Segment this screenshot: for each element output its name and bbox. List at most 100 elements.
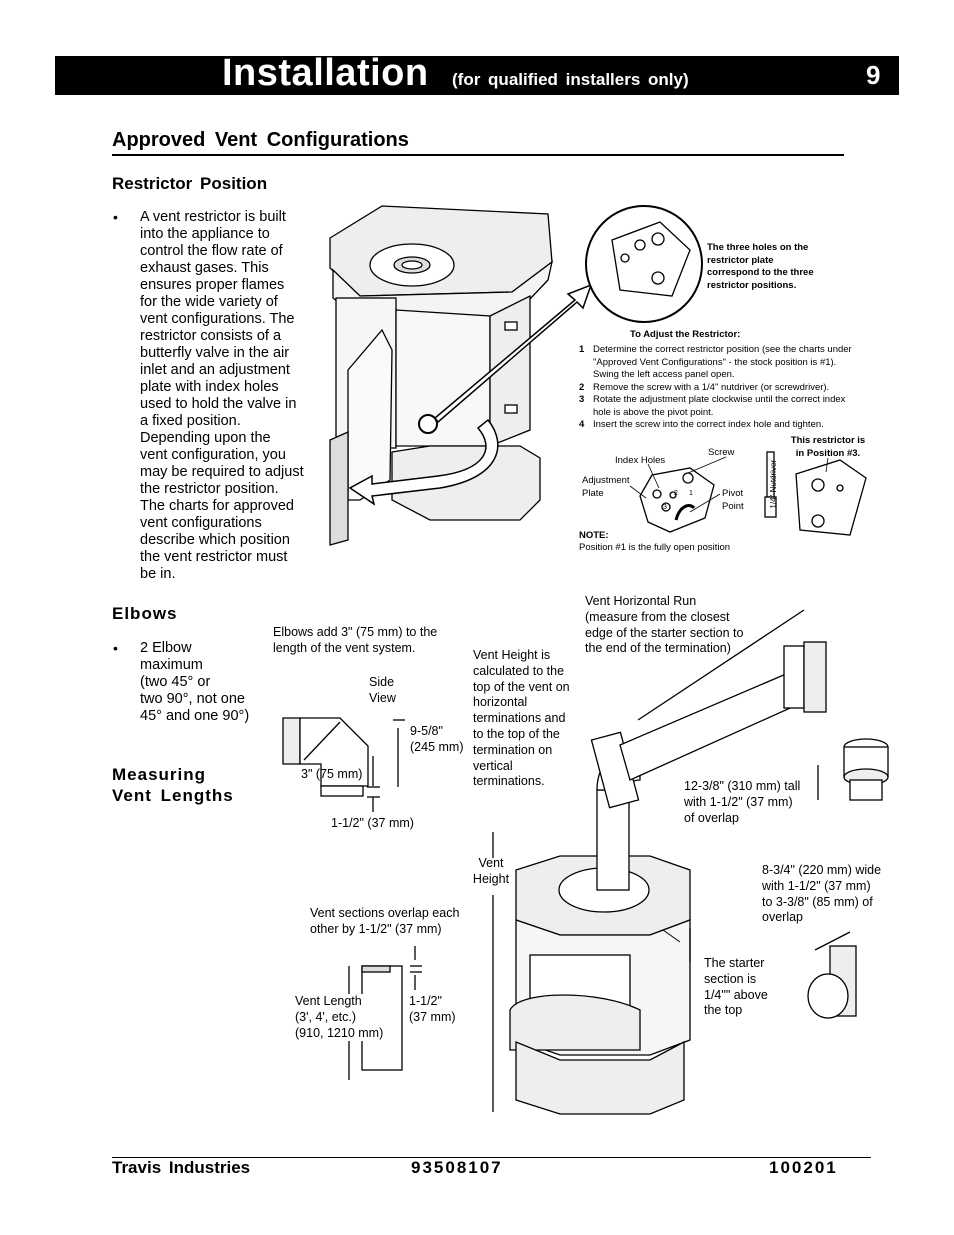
horizontal-term-line: with 1-1/2" (37 mm)	[762, 878, 871, 893]
restrictor-line: describe which position	[140, 532, 290, 548]
restrictor-line: The charts for approved	[140, 498, 294, 514]
adjust-restrictor-title: To Adjust the Restrictor:	[630, 329, 741, 340]
screw-label: Screw	[708, 447, 735, 458]
elbows-bullet: •	[113, 640, 118, 656]
elbow-side-view	[282, 717, 405, 812]
page-number: 9	[866, 60, 881, 90]
measuring-heading-line2: Vent Lengths	[112, 786, 234, 805]
note-title: NOTE:	[579, 530, 609, 541]
vent-height-line: top of the vent on	[473, 679, 570, 694]
horizontal-term-line: overlap	[762, 910, 803, 925]
vent-height-line: to the top of the	[473, 726, 560, 741]
restrictor-line: ensures proper flames	[140, 277, 285, 293]
horizontal-termination-cap	[807, 931, 857, 1019]
measuring-heading: Measuring Vent Lengths	[112, 764, 234, 806]
restrictor-line: into the appliance to	[140, 226, 270, 242]
swing-arrow	[348, 418, 499, 506]
vertical-term-line: with 1-1/2" (37 mm)	[684, 794, 793, 809]
restrictor-line: vent configurations	[140, 515, 262, 531]
hole-1-label: 1	[689, 490, 693, 497]
horizontal-run-line: (measure from the closest	[585, 609, 730, 624]
horizontal-run-description: Vent Horizontal Run(measure from the clo…	[585, 594, 743, 657]
elbows-line: (two 45° or	[140, 674, 211, 690]
restrictor-line: a fixed position.	[140, 413, 241, 429]
restrictor-bullet: •	[113, 209, 118, 225]
section-title: Approved Vent Configurations	[112, 129, 409, 151]
vent-height-line: terminations and	[473, 711, 566, 726]
page-subtitle: (for qualified installers only)	[452, 70, 689, 89]
vent-height-line: vertical	[473, 758, 513, 773]
restrictor-line: be in.	[140, 566, 176, 582]
zoom-arrow	[433, 283, 593, 424]
nutdriver-label: 1/4" Nutdriver	[768, 459, 778, 509]
restrictor-line: used to hold the valve in	[140, 396, 297, 412]
elbows-line: two 90°, not one	[140, 691, 245, 707]
restrictor-line: control the flow rate of	[140, 243, 283, 259]
index-holes-label: Index Holes	[615, 455, 666, 466]
restrictor-line: A vent restrictor is built	[140, 209, 286, 225]
vent-height-line: calculated to the	[473, 663, 565, 678]
vertical-termination-cap	[817, 738, 889, 801]
restrictor-line: may be required to adjust	[140, 464, 304, 480]
vent-height-line: terminations.	[473, 774, 545, 789]
vent-length-label: Vent Length(3', 4', etc.)(910, 1210 mm)	[295, 994, 384, 1042]
starter-note-line: 1/4"" above	[704, 987, 768, 1002]
elbows-line: maximum	[140, 657, 203, 673]
vent-height-line: Vent Height is	[473, 648, 551, 662]
footer-date: 100201	[769, 1158, 838, 1177]
footer-company: Travis Industries	[112, 1158, 251, 1177]
header-bar	[55, 56, 899, 95]
elbows-heading: Elbows	[112, 604, 178, 623]
horizontal-term-line: to 3-3/8" (85 mm) of	[762, 894, 873, 909]
vent-height-line: termination on	[473, 742, 553, 757]
section-rule	[112, 154, 844, 156]
elbows-line: 45° and one 90°)	[140, 708, 250, 724]
restrictor-line: vent configuration, you	[140, 447, 286, 463]
restrictor-line: for the wide variety of	[140, 294, 278, 310]
elbows-line: 2 Elbow	[140, 640, 192, 656]
vent-height-line: horizontal	[473, 695, 528, 710]
overlap-dim: 1-1/2"(37 mm)	[409, 994, 456, 1024]
horizontal-term-line: 8-3/4" (220 mm) wide	[762, 863, 882, 877]
adjustment-plate-drawing	[639, 467, 715, 533]
restrictor-line: Depending upon the	[140, 430, 271, 446]
horizontal-run-line: edge of the starter section to	[585, 625, 744, 640]
hole-3-label: 3	[663, 504, 667, 511]
measuring-heading-line1: Measuring	[112, 765, 207, 784]
footer-part-number: 93508107	[411, 1158, 503, 1177]
page-title: Installation	[222, 52, 429, 94]
note-text: Position #1 is the fully open position	[579, 542, 731, 553]
elbow-overlap-dim: 1-1/2" (37 mm)	[331, 816, 414, 830]
horizontal-run-line: the end of the termination)	[585, 641, 731, 656]
restrictor-line: the restrictor position.	[140, 481, 279, 497]
footer-rule	[112, 1157, 871, 1158]
stove-restrictor-illustration	[329, 205, 554, 546]
vented-stove-illustration	[492, 609, 827, 1115]
restrictor-line: exhaust gases. This	[140, 260, 269, 276]
vertical-term-line: 12-3/8" (310 mm) tall	[684, 779, 801, 793]
elbow-height-dim: 9-5/8"(245 mm)	[410, 724, 464, 754]
starter-note-line: the top	[704, 1003, 743, 1018]
horizontal-run-line: Vent Horizontal Run	[585, 594, 697, 608]
position-3-plate	[795, 459, 867, 536]
restrictor-heading: Restrictor Position	[112, 174, 268, 193]
elbow-3in-dim: 3" (75 mm)	[301, 767, 363, 781]
